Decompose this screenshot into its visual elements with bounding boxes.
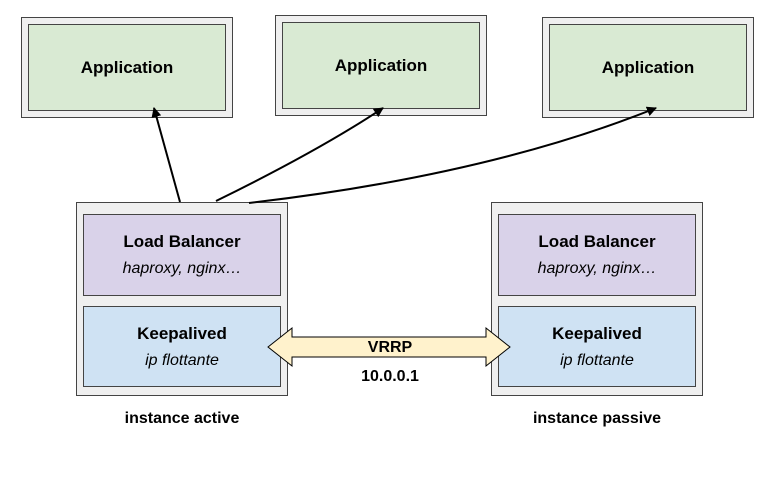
application-container-3: Application <box>542 17 754 118</box>
load-balancer-subtitle: haproxy, nginx… <box>122 260 242 277</box>
load-balancer-box-passive: Load Balancer haproxy, nginx… <box>498 214 696 296</box>
application-container-1: Application <box>21 17 233 118</box>
load-balancer-box-active: Load Balancer haproxy, nginx… <box>83 214 281 296</box>
arrow-lb-to-application-3 <box>248 106 657 204</box>
instance-passive-caption: instance passive <box>532 410 662 427</box>
keepalived-box-passive: Keepalived ip flottante <box>498 306 696 387</box>
vrrp-ip-label: 10.0.0.1 <box>361 368 419 385</box>
load-balancer-title: Load Balancer <box>123 232 241 251</box>
keepalived-subtitle: ip flottante <box>145 351 219 369</box>
application-box-1: Application <box>28 24 226 111</box>
application-label-1: Application <box>80 57 174 77</box>
instance-active-caption: instance active <box>124 410 240 427</box>
vrrp-label: VRRP <box>367 339 413 356</box>
application-label-2: Application <box>334 55 428 75</box>
load-balancer-title: Load Balancer <box>538 232 656 251</box>
keepalived-title: Keepalived <box>552 323 642 343</box>
load-balancer-subtitle: haproxy, nginx… <box>537 260 657 277</box>
instance-active-container: Load Balancer haproxy, nginx… Keepalived… <box>76 202 288 396</box>
arrow-lb-to-application-1 <box>151 107 181 203</box>
vrrp-double-arrow <box>267 326 511 368</box>
application-label-3: Application <box>601 57 695 77</box>
keepalived-title: Keepalived <box>137 323 227 343</box>
application-container-2: Application <box>275 15 487 116</box>
keepalived-subtitle: ip flottante <box>560 351 634 369</box>
keepalived-box-active: Keepalived ip flottante <box>83 306 281 387</box>
instance-passive-container: Load Balancer haproxy, nginx… Keepalived… <box>491 202 703 396</box>
application-box-2: Application <box>282 22 480 109</box>
arrow-lb-to-application-2 <box>215 107 384 202</box>
